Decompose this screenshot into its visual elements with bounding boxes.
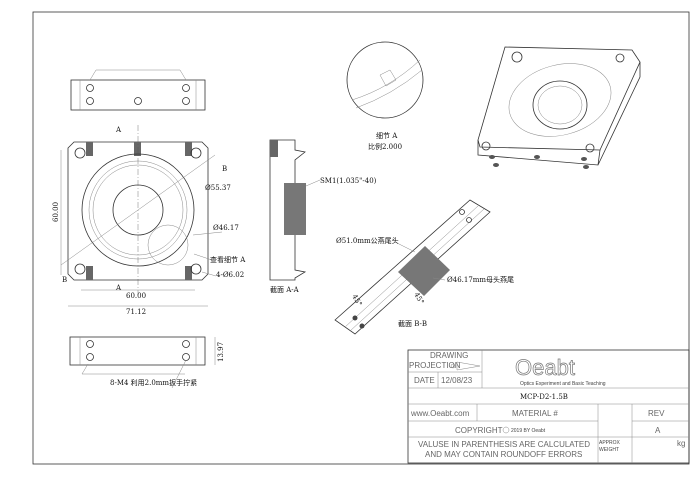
- section-bb-view: Ø51.0mm公燕尾头 Ø46.17mm母头燕尾 45° 45° 截面 B-B: [334, 199, 514, 335]
- isometric-view: [477, 46, 641, 169]
- section-aa-title: 截面 A-A: [270, 285, 300, 294]
- weight-label: WEIGHT: [599, 447, 619, 453]
- front-view: A A B B Ø55.37 Ø46.17 查看细节 A 4-Ø6.02 60.…: [52, 125, 246, 316]
- section-aa-view: SM1(1.035"-40) 截面 A-A: [269, 139, 377, 294]
- section-b-label-top: B: [222, 165, 227, 173]
- note-line-1: VALUSE IN PARENTHESIS ARE CALCULATED: [418, 440, 590, 449]
- thread-label: SM1(1.035"-40): [320, 177, 377, 185]
- dim-width: 71.12: [126, 308, 146, 316]
- section-a-label-bottom: A: [115, 284, 122, 292]
- date-value: 12/08/23: [441, 376, 473, 385]
- section-bb-title: 截面 B-B: [398, 319, 427, 328]
- detail-a-title: 细节 A: [376, 131, 398, 140]
- dim-hole-spacing: 60.00: [126, 292, 146, 300]
- screws-note: 8-M4 利用2.0mm扳手拧紧: [110, 378, 197, 387]
- top-view: [70, 69, 206, 111]
- copyright-label: COPYRIGHT: [455, 426, 503, 435]
- website: www.Oeabt.com: [410, 409, 470, 418]
- dim-height: 60.00: [52, 202, 60, 222]
- copyright-icon: [502, 426, 510, 434]
- title-block: DRAWING PROJECTION DATE 12/08/23 Oeabt O…: [407, 349, 690, 464]
- angle-1: 45°: [350, 293, 363, 308]
- rev-label: REV: [648, 409, 665, 418]
- note-line-2: AND MAY CONTAIN ROUNDOFF ERRORS: [425, 450, 582, 459]
- drawing-label: DRAWING: [430, 351, 468, 360]
- rev-value: A: [655, 426, 661, 435]
- company-logo: Oeabt: [515, 355, 575, 380]
- weight-unit: kg: [677, 439, 685, 448]
- material-label: MATERIAL #: [512, 409, 558, 418]
- sheet-border: [32, 11, 690, 465]
- section-b-label-bottom: B: [62, 276, 67, 284]
- copyright-year: 2019 BY Oeabt: [511, 428, 546, 434]
- date-label: DATE: [414, 376, 435, 385]
- detail-a-reference: 查看细节 A: [210, 255, 246, 264]
- female-dovetail-label: Ø46.17mm母头燕尾: [447, 275, 514, 284]
- dim-holes: 4-Ø6.02: [216, 271, 244, 279]
- male-dovetail-label: Ø51.0mm公燕尾头: [336, 236, 399, 245]
- dim-outer-diameter: Ø55.37: [205, 184, 231, 192]
- projection-label: PROJECTION: [409, 361, 461, 370]
- dim-inner-diameter: Ø46.17: [213, 224, 239, 232]
- approx-label: APPROX: [599, 440, 621, 446]
- bottom-view: 13.97 8-M4 利用2.0mm扳手拧紧: [69, 336, 225, 389]
- section-a-label-top: A: [115, 126, 122, 134]
- dim-thickness: 13.97: [217, 342, 225, 362]
- detail-a-view: 细节 A 比例2.000: [346, 41, 424, 151]
- part-number: MCP-D2-1.5B: [520, 393, 568, 401]
- company-tagline: Optics Experiment and Basic Teaching: [520, 381, 606, 387]
- projection-symbol-icon: [450, 361, 481, 371]
- detail-a-scale: 比例2.000: [368, 142, 402, 151]
